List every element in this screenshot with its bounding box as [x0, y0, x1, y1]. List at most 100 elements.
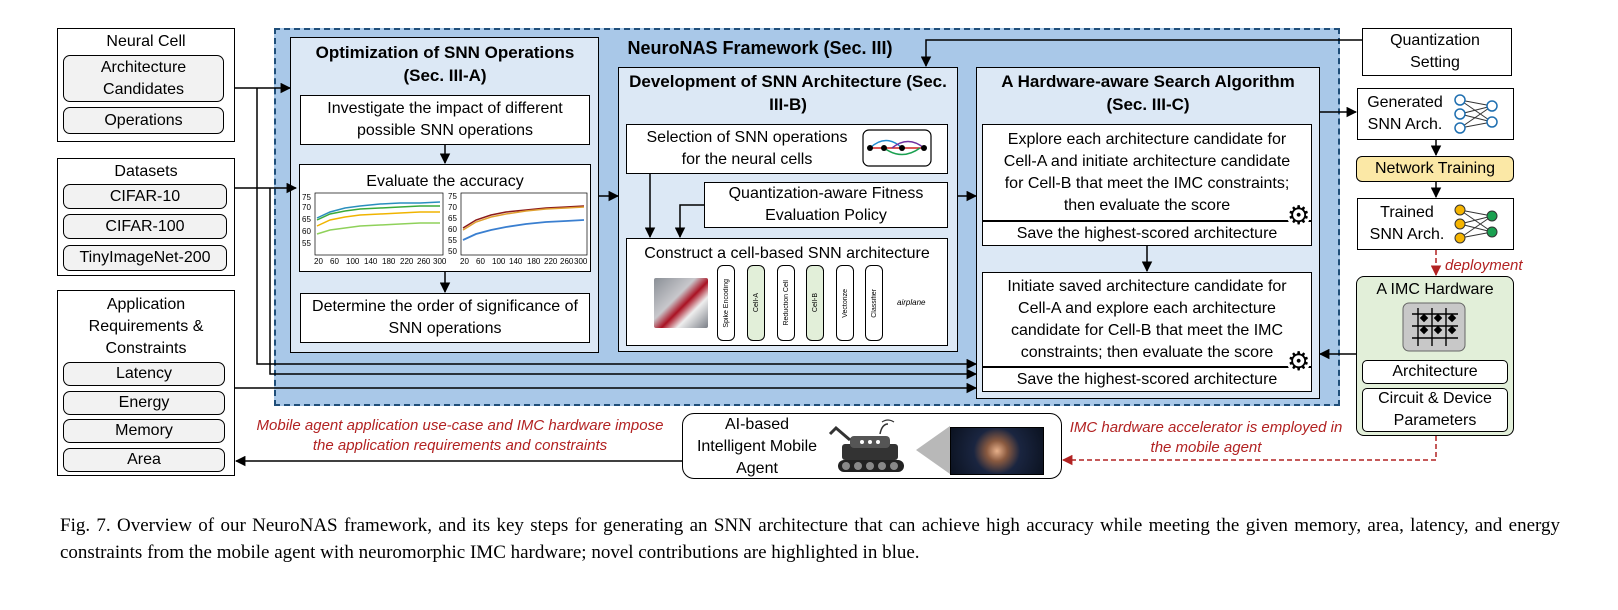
determine-box: Determine the order of significance of S…	[300, 293, 590, 343]
section-b-title: Development of SNN Architecture (Sec. II…	[629, 72, 947, 114]
pipeline-cell-b: Cell-B	[806, 265, 824, 341]
left-ytick: 55	[302, 239, 311, 248]
left-xtick: 180	[382, 257, 396, 266]
right-series-3	[462, 219, 585, 241]
cifar100-item: CIFAR-100	[63, 214, 227, 239]
left-xtick: 260	[417, 257, 431, 266]
imc-architecture-item: Architecture	[1362, 360, 1508, 384]
right-xtick: 220	[544, 257, 558, 266]
right-ytick: 60	[448, 225, 457, 234]
right-ytick: 65	[448, 214, 457, 223]
generated-arch-label: Generated SNN Arch.	[1367, 94, 1443, 133]
app-req-title: Application Requirements & Constraints	[88, 296, 204, 357]
right-series-1	[462, 205, 585, 229]
evaluate-label: Evaluate the accuracy	[366, 173, 524, 190]
note-right: IMC hardware accelerator is employed in …	[1069, 419, 1343, 456]
note-left: Mobile agent application use-case and IM…	[256, 417, 664, 454]
deployment-label: deployment	[1445, 257, 1523, 274]
left-chart-yticks: 75 70 65 60 55	[302, 193, 311, 248]
left-xtick: 60	[330, 257, 339, 266]
trained-arch-label: Trained SNN Arch.	[1369, 204, 1445, 243]
left-xtick: 300	[433, 257, 446, 266]
right-xtick: 140	[509, 257, 523, 266]
chip-image	[950, 427, 1044, 475]
right-ytick: 55	[448, 236, 457, 245]
right-xtick: 260	[560, 257, 574, 266]
imc-hardware-title: A IMC Hardware	[1376, 281, 1494, 298]
area-item: Area	[63, 448, 225, 472]
gear-icon: ⚙	[1287, 200, 1311, 230]
left-series-4	[316, 222, 440, 235]
explore-box: Explore each architecture candidate for …	[982, 124, 1312, 221]
energy-item: Energy	[63, 391, 225, 415]
pipeline-output-label: airplane	[897, 298, 926, 307]
accuracy-chart-left: 75 70 65 60 55 20 60 100 140 180 220 260…	[302, 192, 446, 266]
accuracy-chart-right: 75 70 65 60 55 50 20 60 100 140 180 220 …	[448, 192, 588, 266]
latency-item: Latency	[63, 362, 225, 386]
framework-title: NeuroNAS Framework (Sec. III)	[627, 38, 893, 58]
memory-item: Memory	[63, 419, 225, 443]
pipeline-reduction-cell: Reduction Cell	[777, 265, 795, 341]
network-training-box: Network Training	[1356, 156, 1514, 182]
left-ytick: 70	[302, 203, 311, 212]
left-series-1	[316, 201, 441, 219]
investigate-box: Investigate the impact of different poss…	[300, 95, 590, 145]
imc-circuit-item: Circuit & Device Parameters	[1362, 388, 1508, 432]
selection-label: Selection of SNN operations for the neur…	[646, 129, 848, 168]
section-a-title: Optimization of SNN Operations (Sec. III…	[315, 43, 575, 85]
tinyimagenet-item: TinyImageNet-200	[63, 245, 227, 271]
quantization-setting-doc	[1362, 28, 1512, 76]
gear-icon: ⚙	[1287, 346, 1311, 376]
figure-caption: Fig. 7. Overview of our NeuroNAS framewo…	[60, 515, 1560, 563]
generated-arch-doc	[1357, 88, 1514, 140]
mobile-agent-label: AI-based Intelligent Mobile Agent	[696, 416, 818, 477]
save-highest-box-1: Save the highest-scored architecture	[982, 221, 1312, 246]
quantization-setting-label: Quantization Setting	[1390, 32, 1480, 71]
left-xtick: 100	[346, 257, 360, 266]
trained-arch-doc	[1357, 198, 1514, 250]
neural-cell-title: Neural Cell	[106, 33, 186, 50]
evaluate-box: Evaluate the accuracy	[299, 164, 591, 272]
cell-graph-icon	[862, 129, 932, 167]
network-training-label: Network Training	[1374, 160, 1496, 177]
crossbar-icon	[1402, 302, 1466, 352]
robot-icon	[828, 419, 904, 472]
right-xtick: 20	[460, 257, 469, 266]
right-xtick: 300	[574, 257, 588, 266]
right-xtick: 100	[492, 257, 506, 266]
left-xtick: 140	[364, 257, 378, 266]
cifar10-item: CIFAR-10	[63, 184, 227, 209]
left-series-3	[316, 211, 440, 227]
pipeline-spike-encoding: Spike Encoding	[717, 265, 735, 341]
save-highest-box-2: Save the highest-scored architecture	[982, 367, 1312, 392]
pipeline-cell-a: Cell-A	[747, 265, 765, 341]
nn-trained-icon	[1454, 204, 1498, 244]
initiate-box: Initiate saved architecture candidate fo…	[982, 272, 1312, 367]
nn-icon	[1454, 94, 1498, 134]
right-ytick: 50	[448, 247, 457, 256]
right-xtick: 180	[527, 257, 541, 266]
left-ytick: 65	[302, 215, 311, 224]
left-ytick: 75	[302, 193, 311, 202]
section-c-title: A Hardware-aware Search Algorithm (Sec. …	[1001, 72, 1295, 114]
pipeline-classifier: Classifier	[865, 265, 883, 341]
right-ytick: 70	[448, 203, 457, 212]
qa-fitness-box: Quantization-aware Fitness Evaluation Po…	[704, 182, 948, 228]
left-ytick: 60	[302, 227, 311, 236]
airplane-image	[654, 278, 708, 328]
operations-item: Operations	[63, 107, 224, 134]
left-xtick: 220	[400, 257, 414, 266]
left-xtick: 20	[314, 257, 323, 266]
right-chart-frame	[460, 192, 588, 256]
right-ytick: 75	[448, 192, 457, 201]
pipeline-vectorize: Vectorize	[836, 265, 854, 341]
left-series-2	[316, 205, 440, 221]
datasets-title: Datasets	[114, 163, 178, 180]
beam-shape	[916, 426, 950, 474]
right-series-2	[462, 206, 585, 231]
architecture-candidates-item: Architecture Candidates	[63, 55, 224, 102]
construct-label: Construct a cell-based SNN architecture	[644, 245, 930, 262]
left-chart-frame	[314, 192, 444, 256]
right-xtick: 60	[476, 257, 485, 266]
